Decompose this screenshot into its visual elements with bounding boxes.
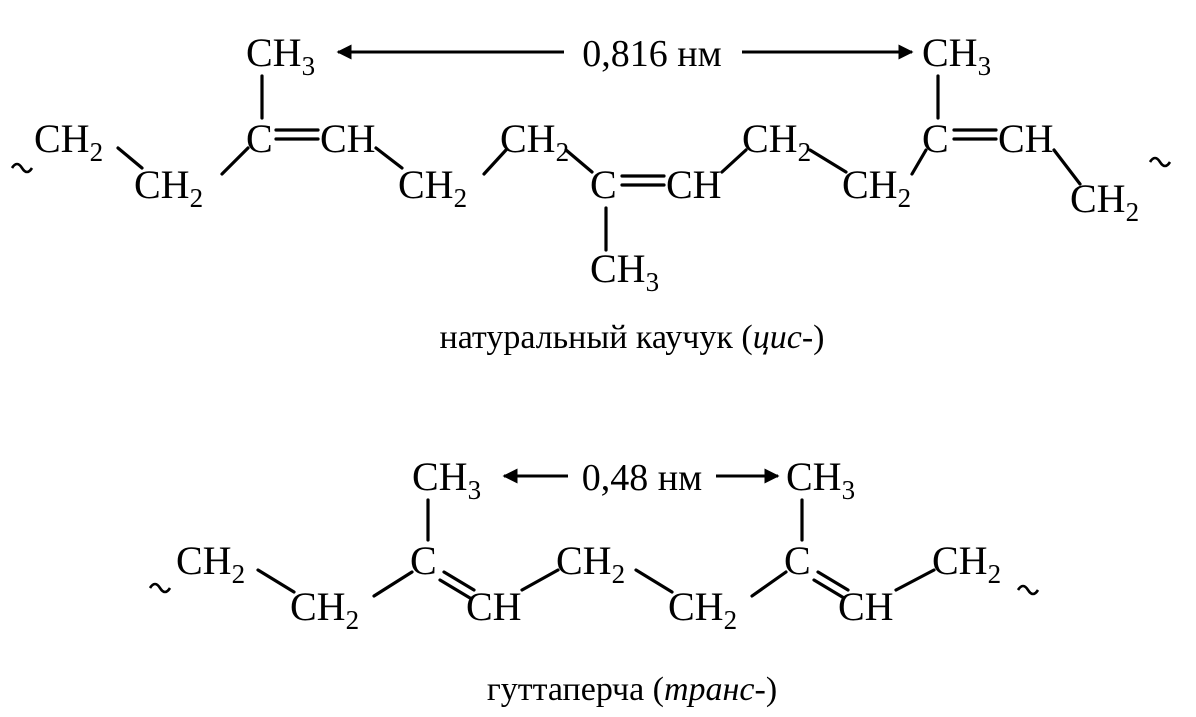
cis-ch3-bottom: CH3 (590, 246, 659, 297)
cis-structure: CH3 CH3 0,816 нм CH2 C CH CH2 CH2 C CH C… (10, 30, 1172, 356)
cis-ch-2: CH (666, 162, 722, 207)
cis-ch2-3: CH2 (398, 162, 467, 213)
trans-end-right-wavy (1016, 584, 1040, 596)
trans-ch3-left: CH3 (412, 454, 481, 505)
cis-bonds (116, 74, 1082, 252)
cis-c-1: C (246, 116, 273, 161)
cis-distance-label: 0,816 нм (582, 33, 721, 75)
trans-end-left-wavy (148, 582, 172, 594)
cis-ch2-1: CH2 (34, 116, 103, 167)
cis-caption: натуральный каучук (цис-) (440, 319, 825, 356)
cis-ch-1: CH (320, 116, 376, 161)
trans-bonds (256, 498, 936, 600)
trans-ch-1: CH (466, 584, 522, 629)
trans-ch3-right: CH3 (786, 454, 855, 505)
cis-c-3: C (922, 116, 949, 161)
trans-ch2-3: CH2 (556, 538, 625, 589)
cis-c-2: C (590, 162, 617, 207)
trans-ch2-4: CH2 (668, 584, 737, 635)
cis-ch2-4: CH2 (500, 116, 569, 167)
trans-ch2-2: CH2 (290, 584, 359, 635)
chain-end-right-wavy (1148, 156, 1172, 168)
cis-ch2-6: CH2 (842, 162, 911, 213)
trans-c-2: C (784, 538, 811, 583)
trans-structure: CH3 CH3 0,48 нм CH2 C CH2 C CH2 CH2 CH C… (148, 454, 1040, 708)
cis-ch-3: CH (998, 116, 1054, 161)
trans-caption: гуттаперча (транс-) (487, 671, 777, 708)
trans-ch2-1: CH2 (176, 538, 245, 589)
cis-ch3-left: CH3 (246, 30, 315, 81)
trans-c-1: C (410, 538, 437, 583)
cis-ch2-5: CH2 (742, 116, 811, 167)
trans-ch-2: CH (838, 584, 894, 629)
chain-end-left-wavy (10, 162, 34, 174)
cis-ch3-right: CH3 (922, 30, 991, 81)
cis-ch2-2: CH2 (134, 162, 203, 213)
trans-distance-label: 0,48 нм (582, 457, 702, 499)
trans-ch2-5: CH2 (932, 538, 1001, 589)
